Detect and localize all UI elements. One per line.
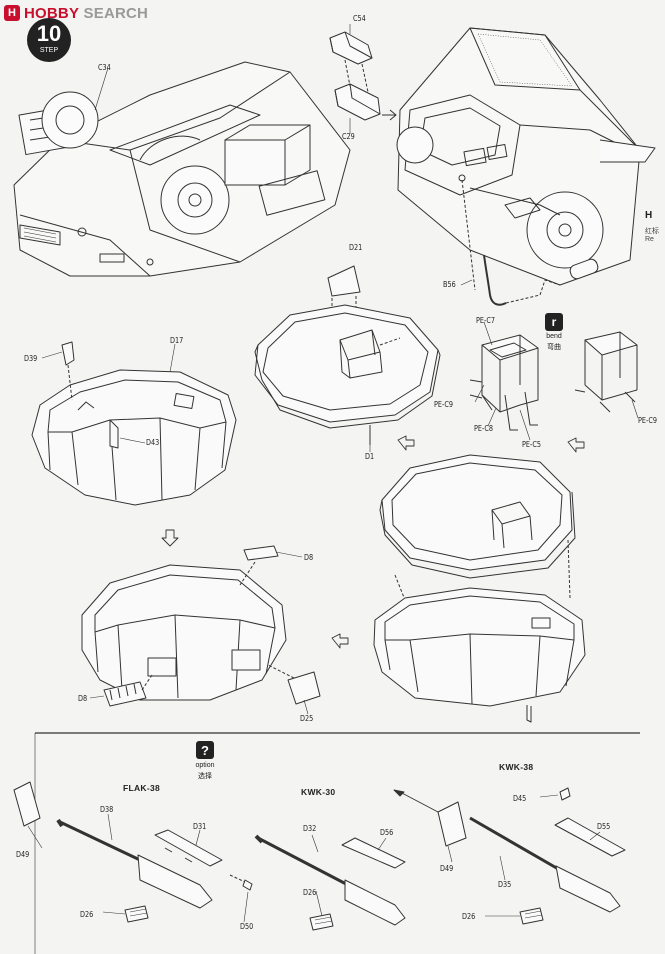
option-label-cn: 选择 xyxy=(198,773,212,780)
logo-mark-icon: H xyxy=(4,5,20,21)
label-d56: D56 xyxy=(380,828,394,837)
label-d32: D32 xyxy=(303,824,317,833)
label-d26-left: D26 xyxy=(80,910,94,919)
label-c34: C34 xyxy=(98,63,111,72)
label-d45: D45 xyxy=(513,794,527,803)
label-pe-c9-a: PE-C9 xyxy=(434,400,453,409)
section-title-flak38: FLAK-38 xyxy=(123,783,161,793)
label-d26-mid: D26 xyxy=(303,888,317,897)
d1-ring-drawing xyxy=(255,266,440,445)
flow-arrows xyxy=(162,436,584,812)
step-number: 10 xyxy=(36,21,62,46)
turret-ring-d8-drawing xyxy=(82,546,320,706)
label-pe-c8: PE-C8 xyxy=(474,424,493,433)
edge-note-re: Re xyxy=(645,236,654,243)
d17-cylinder-drawing xyxy=(32,342,236,505)
bend-label-cn: 弯曲 xyxy=(547,344,561,351)
hull-front-drawing xyxy=(397,28,655,305)
kwk38-gun-drawing xyxy=(438,788,625,924)
label-d50: D50 xyxy=(240,922,254,931)
label-d21: D21 xyxy=(349,243,363,252)
section-title-kwk38: KWK-38 xyxy=(499,762,534,772)
step-label: STEP xyxy=(39,47,59,54)
c54-c29-parts xyxy=(330,32,396,120)
edge-note-symbol: H xyxy=(645,210,653,221)
label-d25: D25 xyxy=(300,714,314,723)
leader-lines xyxy=(28,24,638,922)
label-d31: D31 xyxy=(193,822,207,831)
label-d8-left: D8 xyxy=(78,694,88,703)
edge-note-cn: 红标 xyxy=(645,228,659,235)
label-d17: D17 xyxy=(170,336,184,345)
label-pe-c5: PE-C5 xyxy=(522,440,541,449)
label-d26-right: D26 xyxy=(462,912,476,921)
option-icon: ? xyxy=(196,741,214,759)
label-d49-right: D49 xyxy=(440,864,454,873)
bend-label: bend xyxy=(546,333,562,340)
step-badge: 10 STEP xyxy=(27,18,71,62)
label-d8-top: D8 xyxy=(304,553,314,562)
label-d43: D43 xyxy=(146,438,160,447)
label-pe-c7: PE-C7 xyxy=(476,316,495,325)
logo-text: HOBBY SEARCH xyxy=(24,4,149,22)
site-logo: H HOBBY SEARCH xyxy=(4,4,148,22)
label-c54: C54 xyxy=(353,14,366,23)
hull-underside-drawing xyxy=(14,62,350,276)
bend-icon: r xyxy=(545,313,563,331)
label-pe-c9-b: PE-C9 xyxy=(638,416,657,425)
kwk30-gun-drawing xyxy=(256,836,405,930)
label-c29: C29 xyxy=(342,132,355,141)
label-b56: B56 xyxy=(443,280,456,289)
label-d49-left: D49 xyxy=(16,850,30,859)
label-d1: D1 xyxy=(365,452,375,461)
label-d38: D38 xyxy=(100,805,114,814)
turret-assembly-drawing xyxy=(374,455,585,722)
section-title-kwk30: KWK-30 xyxy=(301,787,336,797)
pe-frame-drawing xyxy=(470,332,637,430)
label-d39: D39 xyxy=(24,354,38,363)
label-d35: D35 xyxy=(498,880,512,889)
option-label: option xyxy=(195,762,215,769)
flak38-gun-drawing xyxy=(14,782,252,922)
label-d55: D55 xyxy=(597,822,611,831)
